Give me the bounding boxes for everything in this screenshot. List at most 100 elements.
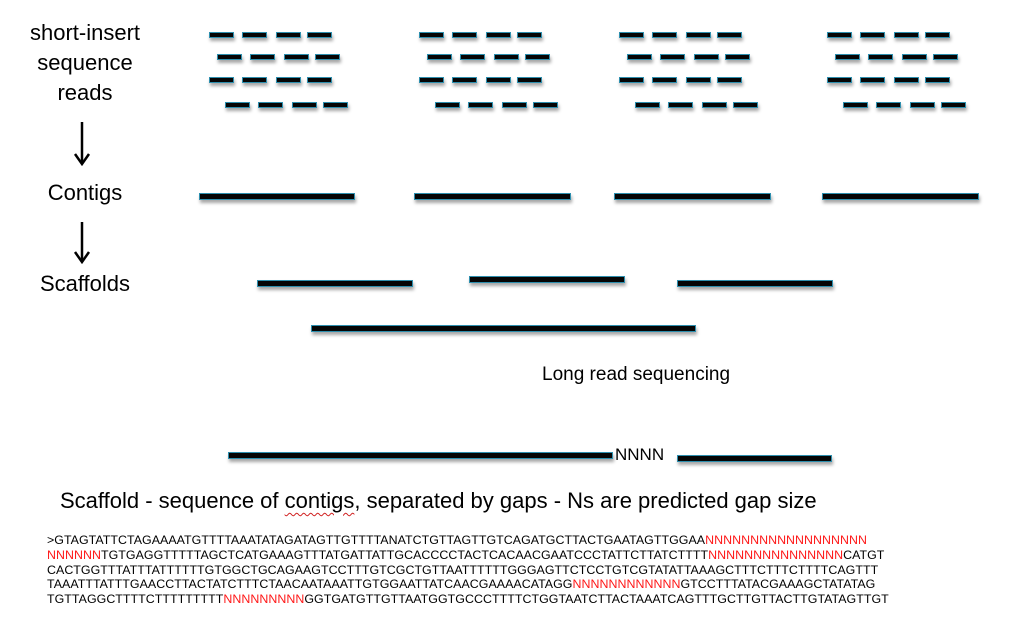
- short-read-bar: [307, 77, 332, 83]
- short-read-bar: [717, 32, 742, 38]
- reads-label-line: sequence: [37, 50, 133, 75]
- short-read-bar: [860, 77, 885, 83]
- short-read-bar: [452, 77, 477, 83]
- short-read-bar: [517, 77, 542, 83]
- short-read-bar: [868, 54, 893, 60]
- short-read-bar: [284, 54, 309, 60]
- short-read-bar: [517, 32, 542, 38]
- sequence-line: TGTTAGGCTTTTCTTTTTTTTTNNNNNNNNNGGTGATGTT…: [47, 592, 889, 607]
- scaffold-contig-bar: [257, 280, 413, 287]
- short-read-bar: [209, 77, 234, 83]
- scaffold-caption: Scaffold - sequence of contigs, separate…: [60, 488, 817, 514]
- short-read-bar: [460, 54, 485, 60]
- sequence-line: NNNNNNTGTGAGGTTTTTAGCTCATGAAAGTTTATGATTA…: [47, 548, 889, 563]
- short-read-bar: [652, 77, 677, 83]
- short-read-bar: [435, 102, 460, 108]
- short-read-bar: [276, 77, 301, 83]
- short-read-bar: [702, 102, 727, 108]
- short-read-bar: [860, 32, 885, 38]
- short-read-bar: [835, 54, 860, 60]
- long-read-label: Long read sequencing: [542, 364, 731, 385]
- scaffold-contig-bar: [469, 276, 625, 283]
- sequence-segment: >GTAGTATTCTAGAAAATGTTTTAAATATAGATAGTTGTT…: [47, 533, 706, 547]
- short-read-bar: [250, 54, 275, 60]
- sequence-segment: TGTTAGGCTTTTCTTTTTTTTT: [47, 592, 224, 607]
- sequence-line: TAAATTTATTTGAACCTTACTATCTTTCTAACAATAAATT…: [47, 577, 889, 592]
- caption-text-start: Scaffold - sequence of: [60, 488, 285, 513]
- short-read-bar: [468, 102, 493, 108]
- scaffold-right-bar: [677, 455, 832, 462]
- short-read-bar: [209, 32, 234, 38]
- short-read-bar: [652, 32, 677, 38]
- short-read-bar: [668, 102, 693, 108]
- short-read-bar: [925, 32, 950, 38]
- short-read-bar: [694, 54, 719, 60]
- short-read-bar: [876, 102, 901, 108]
- contig-bar: [614, 193, 771, 200]
- scaffold-contig-bar: [677, 280, 833, 287]
- gap-n-run: NNNNNNNNNNNN: [572, 577, 681, 592]
- gap-n-run: NNNNNNNNNNNNNNNNNN: [705, 533, 868, 547]
- short-read-bar: [827, 32, 852, 38]
- sequence-segment: GGTGATGTTGTTAATGGTGCCCTTTTCTGGTAATCTTACT…: [304, 592, 889, 607]
- short-read-bar: [502, 102, 527, 108]
- short-read-bar: [902, 54, 927, 60]
- short-read-bar: [419, 77, 444, 83]
- gap-n-run: NNNNNNNNN: [223, 592, 305, 607]
- short-read-bar: [242, 32, 267, 38]
- short-read-bar: [276, 32, 301, 38]
- short-read-bar: [686, 32, 711, 38]
- short-read-bar: [258, 102, 283, 108]
- short-read-bar: [910, 102, 935, 108]
- gap-n-run: NNNNNN: [47, 547, 101, 562]
- short-read-bar: [486, 77, 511, 83]
- reads-label: short-insert sequence reads: [10, 18, 160, 108]
- sequence-segment: GTCCTTTATACGAAAGCTATATAG: [680, 577, 876, 592]
- scaffold-left-bar: [228, 452, 613, 459]
- gap-n-run: NNNNNNNNNNNNNNN: [708, 547, 844, 562]
- sequence-line: CACTGGTTTATTTATTTTTTGTGGCTGCAGAAGTCCTTTG…: [47, 563, 889, 578]
- down-arrow-icon: [73, 222, 91, 264]
- reads-label-line: reads: [57, 80, 113, 105]
- short-read-bar: [494, 54, 519, 60]
- sequence-segment: CATGT: [843, 547, 885, 562]
- scaffold-sequence: >GTAGTATTCTAGAAAATGTTTTAAATATAGATAGTTGTT…: [47, 533, 889, 607]
- short-read-bar: [619, 77, 644, 83]
- short-read-bar: [217, 54, 242, 60]
- down-arrow-icon: [73, 122, 91, 166]
- short-read-bar: [225, 102, 250, 108]
- short-read-bar: [827, 77, 852, 83]
- contig-bar: [199, 193, 355, 200]
- short-read-bar: [843, 102, 868, 108]
- short-read-bar: [452, 32, 477, 38]
- short-read-bar: [315, 54, 340, 60]
- long-read-bar: [311, 325, 696, 332]
- sequence-line: >GTAGTATTCTAGAAAATGTTTTAAATATAGATAGTTGTT…: [47, 533, 889, 548]
- reads-label-line: short-insert: [29, 20, 141, 45]
- short-read-bar: [619, 32, 644, 38]
- short-read-bar: [292, 102, 317, 108]
- short-read-bar: [894, 77, 919, 83]
- short-read-bar: [660, 54, 685, 60]
- short-read-bar: [925, 77, 950, 83]
- short-read-bar: [525, 54, 550, 60]
- short-read-bar: [933, 54, 958, 60]
- short-read-bar: [486, 32, 511, 38]
- short-read-bar: [733, 102, 758, 108]
- scaffolds-label: Scaffolds: [39, 271, 131, 296]
- caption-text-end: , separated by gaps - Ns are predicted g…: [354, 488, 817, 513]
- caption-misspelled-word: contigs: [284, 488, 355, 513]
- short-read-bar: [635, 102, 660, 108]
- short-read-bar: [533, 102, 558, 108]
- short-read-bar: [725, 54, 750, 60]
- contig-bar: [822, 193, 979, 200]
- short-read-bar: [307, 32, 332, 38]
- gap-ns-label: NNNN: [615, 445, 665, 464]
- contig-bar: [414, 193, 571, 200]
- sequence-segment: TAAATTTATTTGAACCTTACTATCTTTCTAACAATAAATT…: [47, 577, 573, 592]
- contigs-label: Contigs: [47, 180, 123, 205]
- short-read-bar: [242, 77, 267, 83]
- sequence-segment: CACTGGTTTATTTATTTTTTGTGGCTGCAGAAGTCCTTTG…: [47, 562, 879, 577]
- short-read-bar: [941, 102, 966, 108]
- sequence-segment: TGTGAGGTTTTTAGCTCATGAAAGTTTATGATTATTGCAC…: [101, 547, 709, 562]
